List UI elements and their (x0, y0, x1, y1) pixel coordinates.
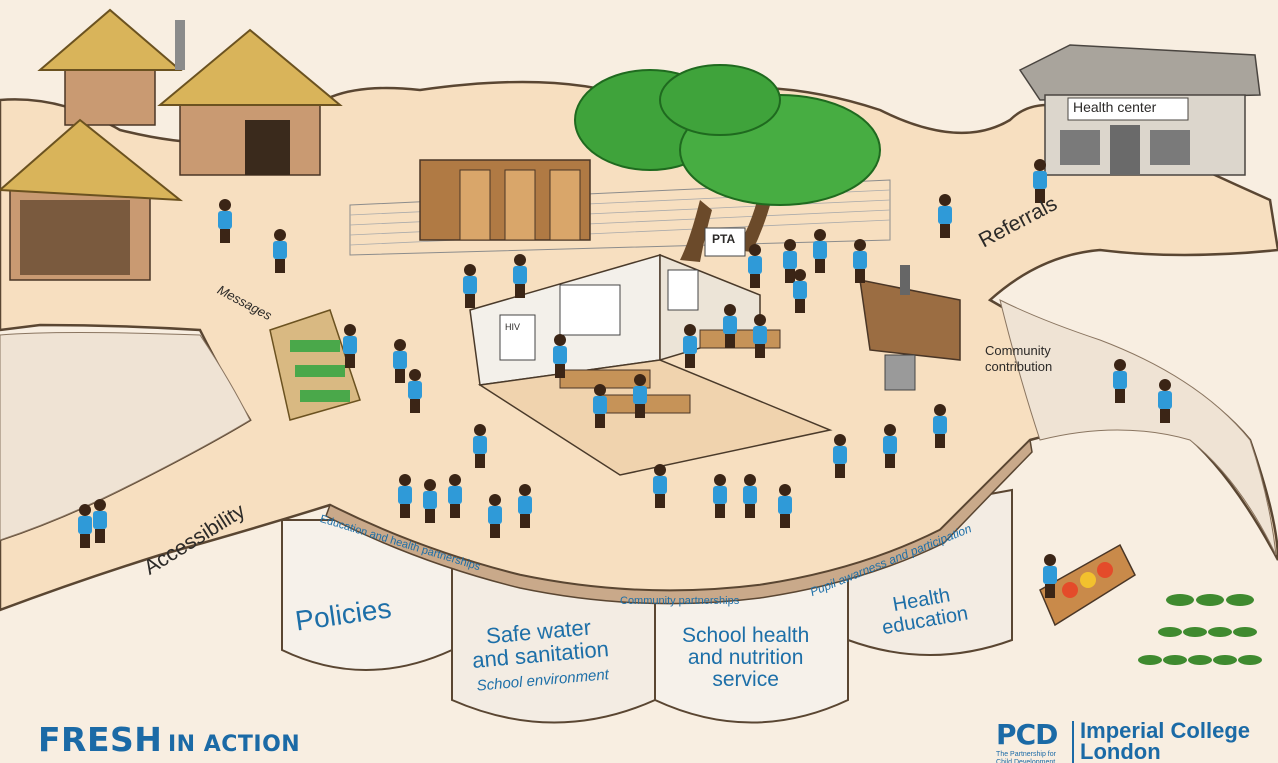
pillar-policies (281, 519, 453, 671)
person-figure (1158, 379, 1172, 423)
community-contribution-line2: contribution (985, 358, 1053, 374)
person-figure (398, 474, 412, 518)
person-figure (748, 244, 762, 288)
garden (269, 309, 361, 421)
person-figure (553, 334, 567, 378)
pcd-logo: PCD The Partnership for Child Developmen… (996, 718, 1066, 763)
person-figure (463, 264, 477, 308)
tree (574, 64, 881, 262)
person-figure (743, 474, 757, 518)
person-figure (633, 374, 647, 418)
pta-label: PTA (712, 232, 736, 246)
imperial-line1: Imperial College (1080, 718, 1250, 744)
fresh-title: FRESH (38, 720, 163, 759)
imperial-line2: London (1080, 739, 1161, 763)
person-figure (933, 404, 947, 448)
village-huts (0, 8, 343, 281)
person-figure (423, 479, 437, 523)
person-figure (393, 339, 407, 383)
hiv-label: HIV (505, 322, 521, 332)
fresh-in-action-brand: FRESH IN ACTION (38, 720, 300, 759)
person-figure (593, 384, 607, 428)
pillar-safe-water-label: Safe water and sanitation School environ… (469, 614, 612, 695)
community-contribution-line1: Community (985, 343, 1051, 358)
in-action-title: IN ACTION (167, 732, 301, 757)
health-center-label: Health center (1073, 99, 1157, 115)
person-figure (513, 254, 527, 298)
person-figure (1113, 359, 1127, 403)
person-figure (78, 504, 92, 548)
person-figure (448, 474, 462, 518)
community-contribution-label: Community contribution (985, 343, 1052, 374)
community-partnerships-label: Community partnerships (620, 595, 740, 607)
logo-divider (1072, 721, 1075, 763)
person-figure (653, 464, 667, 508)
person-figure (723, 304, 737, 348)
pta-board (704, 227, 746, 257)
person-figure (833, 434, 847, 478)
person-figure (343, 324, 357, 368)
person-figure (518, 484, 532, 528)
latrines-fence (349, 159, 891, 256)
people (78, 159, 1172, 598)
person-figure (778, 484, 792, 528)
pcd-title: PCD (996, 718, 1058, 751)
pillar-health-service-line2: and nutrition (687, 646, 804, 670)
person-figure (93, 499, 107, 543)
imperial-logo: Imperial College London (1080, 718, 1250, 763)
person-figure (783, 239, 797, 283)
person-figure (408, 369, 422, 413)
person-figure (1033, 159, 1047, 203)
person-figure (488, 494, 502, 538)
person-figure (793, 269, 807, 313)
partner-logos: PCD The Partnership for Child Developmen… (996, 718, 1250, 763)
pillar-health-service-line1: School health (682, 624, 810, 647)
health-center-building (1018, 44, 1261, 176)
person-figure (1043, 554, 1057, 598)
person-figure (713, 474, 727, 518)
person-figure (813, 229, 827, 273)
person-figure (473, 424, 487, 468)
person-figure (883, 424, 897, 468)
pcd-subtitle: The Partnership for Child Development (996, 751, 1056, 763)
person-figure (273, 229, 287, 273)
person-figure (683, 324, 697, 368)
market-stall (1039, 543, 1262, 665)
person-figure (218, 199, 232, 243)
pillar-health-service-label: School health and nutrition service (682, 624, 810, 692)
person-figure (853, 239, 867, 283)
person-figure (753, 314, 767, 358)
person-figure (938, 194, 952, 238)
kitchen-shed (859, 265, 961, 391)
pillar-health-service-line3: service (712, 668, 779, 692)
